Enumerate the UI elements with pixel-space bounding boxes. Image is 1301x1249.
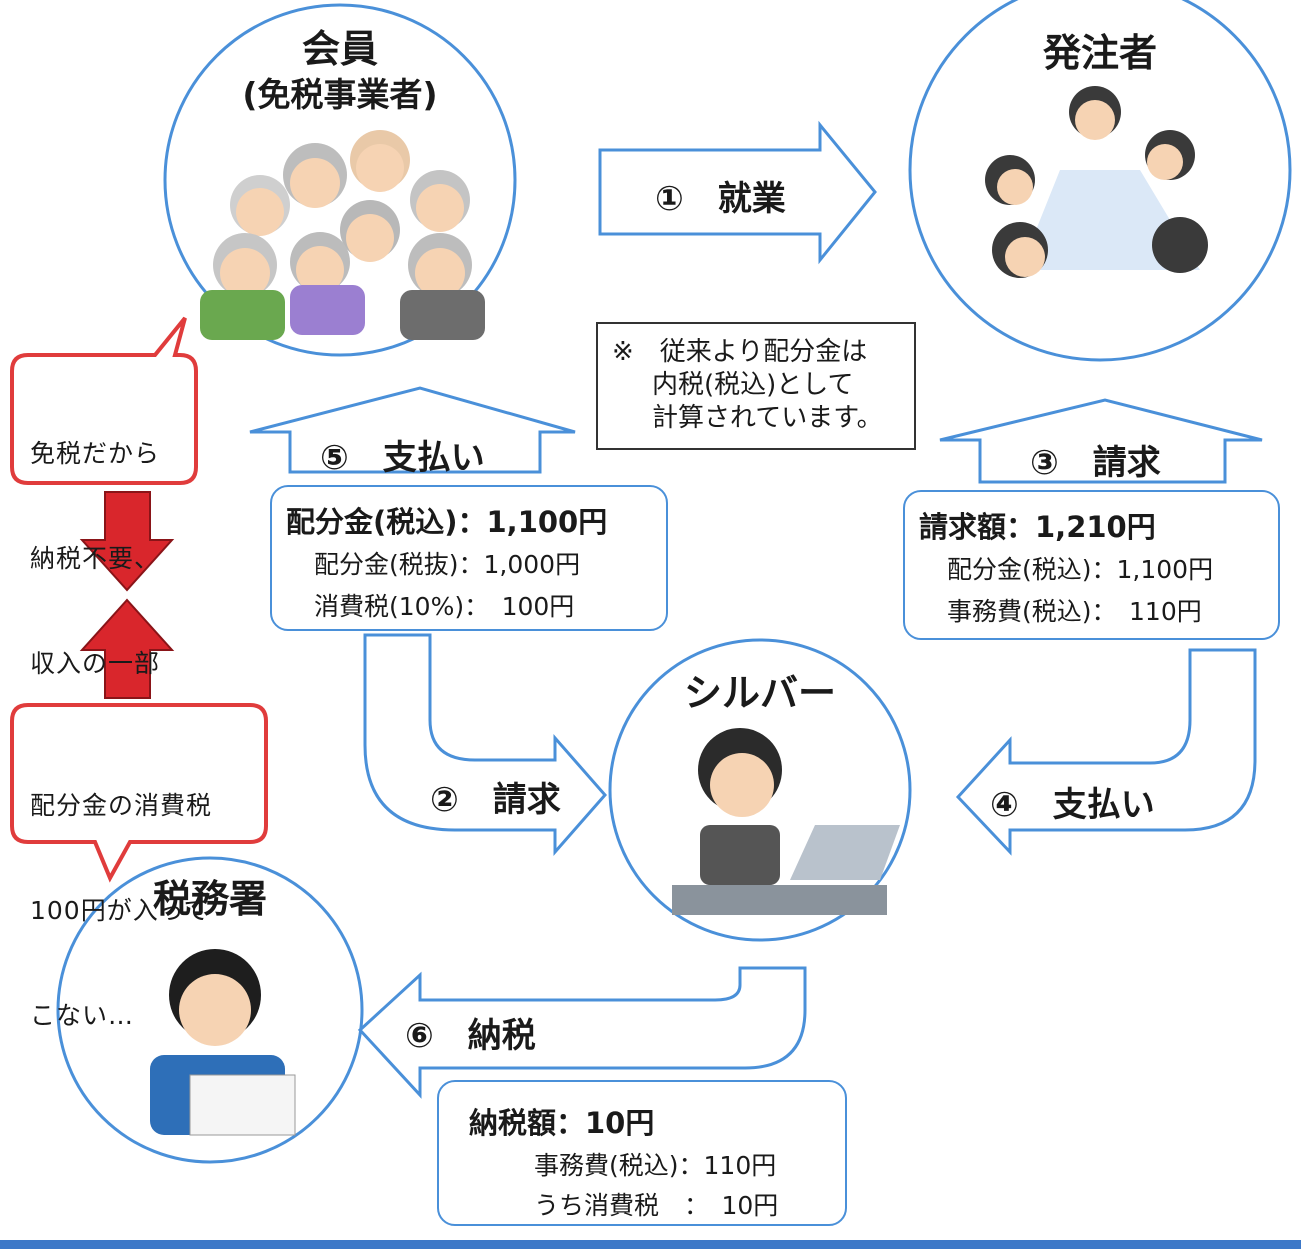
bottom-bar xyxy=(0,1240,1301,1249)
arrow-4-shape xyxy=(955,648,1257,856)
arrow-6-label: ⑥ 納税 xyxy=(405,1016,536,1056)
bubble-bottom-line-1: 配分金の消費税 xyxy=(30,791,213,820)
invoice-row-2: 事務費(税込)： 110円 xyxy=(947,597,1202,626)
bubble-bottom-line-3: こない… xyxy=(30,1001,135,1030)
invoice-info-box: 請求額：1,210円 配分金(税込)：1,100円 事務費(税込)： 110円 xyxy=(903,490,1280,640)
silver-title: シルバー xyxy=(683,671,836,715)
arrow-1-label: ① 就業 xyxy=(655,179,786,219)
tax-head: 納税額：10円 xyxy=(469,1106,655,1140)
arrow-1-shape xyxy=(598,120,877,265)
arrow-3-shape xyxy=(939,398,1263,484)
note-line-2: 内税(税込)として xyxy=(652,370,854,400)
red-arrow-down xyxy=(79,491,175,592)
silver-staff-illustration xyxy=(672,728,900,915)
invoice-row-1: 配分金(税込)：1,100円 xyxy=(947,555,1214,584)
bubble-bottom-shape xyxy=(10,703,268,883)
member-subtitle: (免税事業者) xyxy=(242,75,438,114)
arrow-5-shape xyxy=(249,386,576,474)
bubble-top-line-1: 免税だから xyxy=(30,439,161,468)
tax-info-box: 納税額：10円 事務費(税込)：110円 うち消費税 ： 10円 xyxy=(437,1080,847,1226)
bubble-top-text: 免税だから 納税不要、 収入の一部 xyxy=(30,366,160,716)
bubble-bottom-line-2: 100円が入って xyxy=(30,896,210,925)
arrow-2-label: ② 請求 xyxy=(430,780,561,820)
bubble-top-line-3: 収入の一部 xyxy=(30,649,161,678)
tax-row-2: うち消費税 ： 10円 xyxy=(534,1191,779,1220)
bubble-top-line-2: 納税不要、 xyxy=(30,544,161,573)
member-title: 会員 xyxy=(301,27,378,71)
note-box: ※ 従来より配分金は 内税(税込)として 計算されています。 xyxy=(596,322,916,450)
payment-info-box: 配分金(税込)：1,100円 配分金(税抜)：1,000円 消費税(10%)： … xyxy=(270,485,668,631)
payment-row-2: 消費税(10%)： 100円 xyxy=(314,592,575,621)
arrow-3-label: ③ 請求 xyxy=(1030,443,1161,483)
members-group-illustration xyxy=(200,130,485,340)
red-arrow-up xyxy=(79,598,175,699)
payment-head: 配分金(税込)：1,100円 xyxy=(286,505,608,539)
note-line-3: 計算されています。 xyxy=(652,403,883,433)
payment-row-1: 配分金(税抜)：1,000円 xyxy=(314,550,581,579)
note-line-1: ※ 従来より配分金は xyxy=(612,337,868,367)
tax-row-1: 事務費(税込)：110円 xyxy=(534,1151,777,1180)
invoice-head: 請求額：1,210円 xyxy=(919,510,1156,544)
arrow-5-label: ⑤ 支払い xyxy=(320,438,485,478)
arrow-4-label: ④ 支払い xyxy=(990,785,1155,825)
arrow-2-shape xyxy=(363,633,607,856)
meeting-illustration xyxy=(985,86,1208,278)
arrow-6-shape xyxy=(357,966,807,1099)
bubble-bottom-text: 配分金の消費税 100円が入って こない… xyxy=(30,718,212,1068)
tax-officer-illustration xyxy=(150,949,296,1136)
client-title: 発注者 xyxy=(1042,31,1157,75)
tax-office-title: 税務署 xyxy=(152,877,267,921)
bubble-top-shape xyxy=(10,316,198,485)
